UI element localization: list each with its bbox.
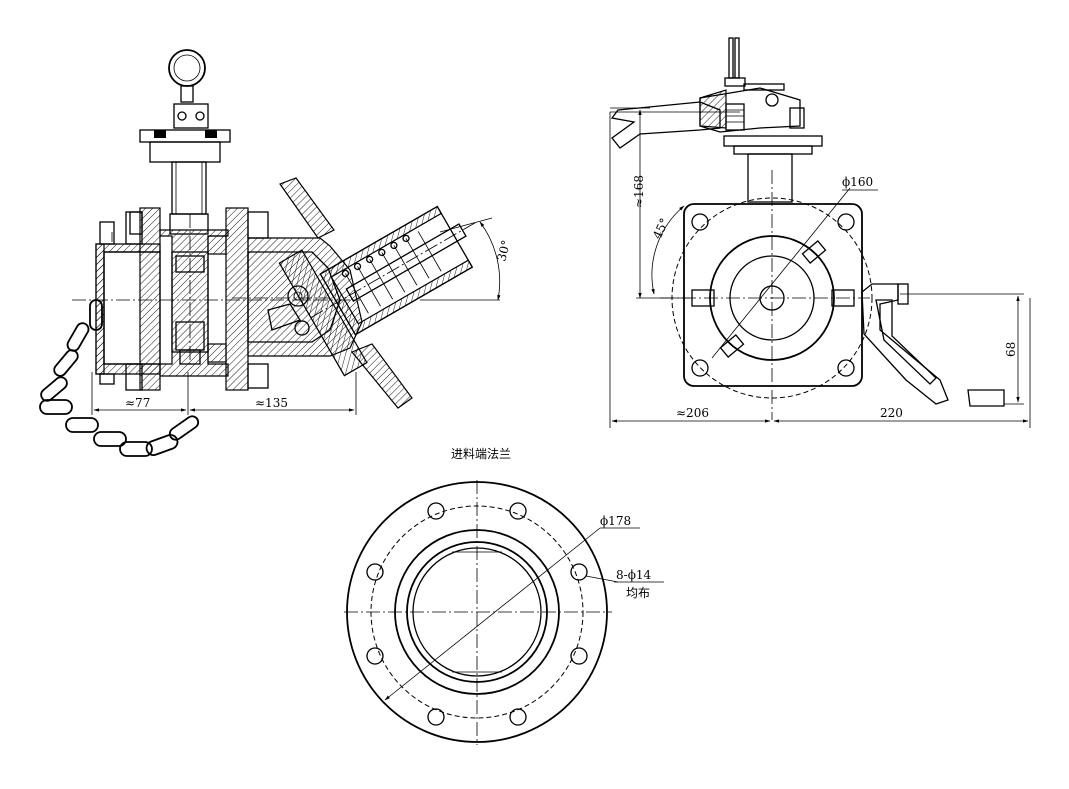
holes-note: 均布 bbox=[626, 586, 650, 600]
dim-220: 220 bbox=[880, 406, 903, 420]
dim-206: ≈206 bbox=[676, 406, 709, 420]
dim-68: 68 bbox=[1004, 342, 1018, 357]
front-view: ϕ160 ≈168 45° ≈206 220 68 bbox=[609, 37, 1031, 428]
flange-caption: 进料端法兰 bbox=[451, 447, 511, 461]
dim-holes: 8-ϕ14 bbox=[616, 568, 652, 582]
side-section-view: ≈77 ≈135 30° bbox=[39, 49, 513, 457]
dim-phi178: ϕ178 bbox=[600, 514, 631, 528]
bolt-holes bbox=[366, 502, 588, 726]
dim-phi160: ϕ160 bbox=[842, 175, 873, 189]
dim-left: ≈77 bbox=[125, 396, 150, 410]
dim-168: ≈168 bbox=[632, 175, 646, 208]
safety-chain bbox=[39, 299, 200, 457]
dim-right: ≈135 bbox=[255, 396, 288, 410]
inlet-flange-view: 进料端法兰 ϕ178 8-ϕ14 均布 bbox=[344, 447, 664, 745]
angle-45: 45° bbox=[650, 216, 672, 241]
angle-30: 30° bbox=[494, 239, 513, 263]
